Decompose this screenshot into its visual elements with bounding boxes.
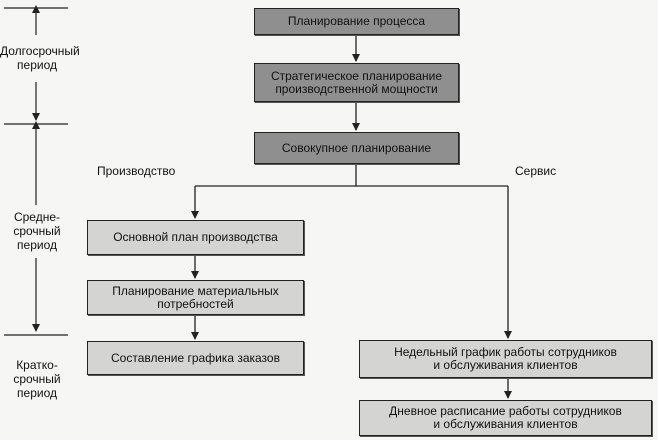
production-branch-label: Производство	[97, 164, 176, 178]
master-production-plan-box: Основной план производства	[87, 220, 304, 255]
strategic-capacity-planning-box: Стратегическое планирование производстве…	[254, 63, 459, 102]
medium-term-period-label: Средне- срочный период	[13, 210, 61, 252]
service-branch-label: Сервис	[515, 164, 557, 178]
short-term-period-label: Кратко- срочный период	[13, 358, 61, 400]
long-term-period-label: Долгосрочный период	[0, 44, 80, 72]
daily-staff-schedule-box: Дневное расписание работы сотрудников и …	[359, 400, 652, 436]
process-planning-box: Планирование процесса	[254, 8, 459, 35]
material-requirements-planning-box: Планирование материальных потребностей	[87, 280, 304, 315]
weekly-staff-schedule-box: Недельный график работы сотрудников и об…	[359, 340, 652, 378]
aggregate-planning-box: Совокупное планирование	[254, 132, 459, 164]
order-scheduling-box: Составление графика заказов	[87, 341, 304, 375]
